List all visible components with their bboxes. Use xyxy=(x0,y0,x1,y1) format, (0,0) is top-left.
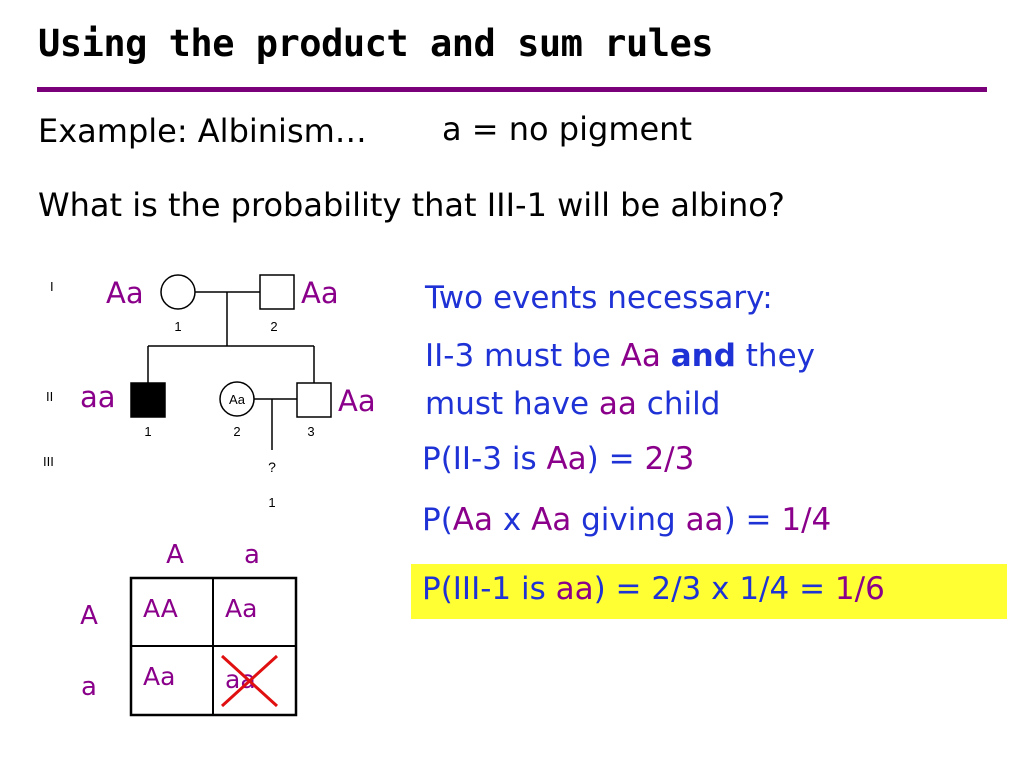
text-segment: child xyxy=(636,386,721,422)
text-segment: ) = xyxy=(586,441,645,477)
generation-label-III: III xyxy=(43,454,54,469)
genotype-label-II-3: Aa xyxy=(338,384,376,418)
genotype-label-I-2: Aa xyxy=(301,276,339,310)
individual-number: 1 xyxy=(144,424,151,439)
punnett-row-header: a xyxy=(81,672,97,702)
punnett-cell: AA xyxy=(143,594,178,623)
text-segment: must have xyxy=(425,386,599,422)
probability-value: 2/3 xyxy=(644,441,695,477)
example-label: Example: Albinism… xyxy=(38,112,367,150)
text-space xyxy=(661,338,671,374)
text-segment: ) = xyxy=(723,502,782,538)
genotype-term: aa xyxy=(685,502,724,538)
punnett-col-header: a xyxy=(244,540,260,570)
genotype-term: Aa xyxy=(620,338,661,374)
individual-number: 1 xyxy=(174,319,181,334)
individual-III-1-unknown: ? xyxy=(268,459,276,475)
question-text: What is the probability that III-1 will … xyxy=(38,186,785,224)
punnett-square: A a A a AA Aa Aa aa xyxy=(80,540,298,717)
text-segment: P(III-1 is xyxy=(422,571,556,607)
allele-definition: a = no pigment xyxy=(442,110,692,148)
individual-II-3-male xyxy=(296,382,332,418)
slide-title: Using the product and sum rules xyxy=(38,22,714,65)
individual-inner-genotype: Aa xyxy=(229,392,246,407)
individual-number: 2 xyxy=(270,319,277,334)
generation-label-II: II xyxy=(46,389,53,404)
individual-number: 2 xyxy=(233,424,240,439)
genotype-label-I-1: Aa xyxy=(106,276,144,310)
text-segment: P(II-3 is xyxy=(422,441,547,477)
individual-II-1-affected-male xyxy=(130,382,166,418)
genotype-label-II-1: aa xyxy=(80,380,116,414)
punnett-cell: Aa xyxy=(225,594,257,623)
punnett-col-header: A xyxy=(166,540,184,570)
text-segment: x xyxy=(493,502,532,538)
genotype-term: Aa xyxy=(452,502,493,538)
events-heading: Two events necessary: xyxy=(425,280,773,316)
genotype-term: aa xyxy=(555,571,594,607)
individual-I-1-female xyxy=(160,274,196,310)
event-line-1: II-3 must be Aa and they xyxy=(425,338,815,374)
title-underline xyxy=(37,87,987,92)
text-segment: giving xyxy=(571,502,686,538)
genotype-term: aa xyxy=(598,386,637,422)
individual-I-2-male xyxy=(259,274,295,310)
result-highlight xyxy=(411,564,1007,619)
genotype-term: Aa xyxy=(546,441,587,477)
event-line-2: must have aa child xyxy=(425,386,720,422)
probability-cross: P(Aa x Aa giving aa) = 1/4 xyxy=(422,502,831,538)
probability-result: P(III-1 is aa) = 2/3 x 1/4 = 1/6 xyxy=(422,571,885,607)
probability-value: 1/4 xyxy=(781,502,832,538)
probability-ii3-aa: P(II-3 is Aa) = 2/3 xyxy=(422,441,694,477)
text-segment: P( xyxy=(422,502,453,538)
text-segment: II-3 must be xyxy=(425,338,621,374)
text-segment: ) = 2/3 x 1/4 = xyxy=(593,571,835,607)
generation-label-I: I xyxy=(50,279,54,294)
text-segment: they xyxy=(735,338,815,374)
genotype-term: Aa xyxy=(531,502,572,538)
punnett-row-header: A xyxy=(80,601,98,631)
cross-out-mark xyxy=(220,654,279,708)
final-probability: 1/6 xyxy=(834,571,885,607)
punnett-cell: Aa xyxy=(143,662,175,691)
individual-number: 1 xyxy=(268,495,275,510)
individual-number: 3 xyxy=(307,424,314,439)
and-keyword: and xyxy=(670,338,736,374)
